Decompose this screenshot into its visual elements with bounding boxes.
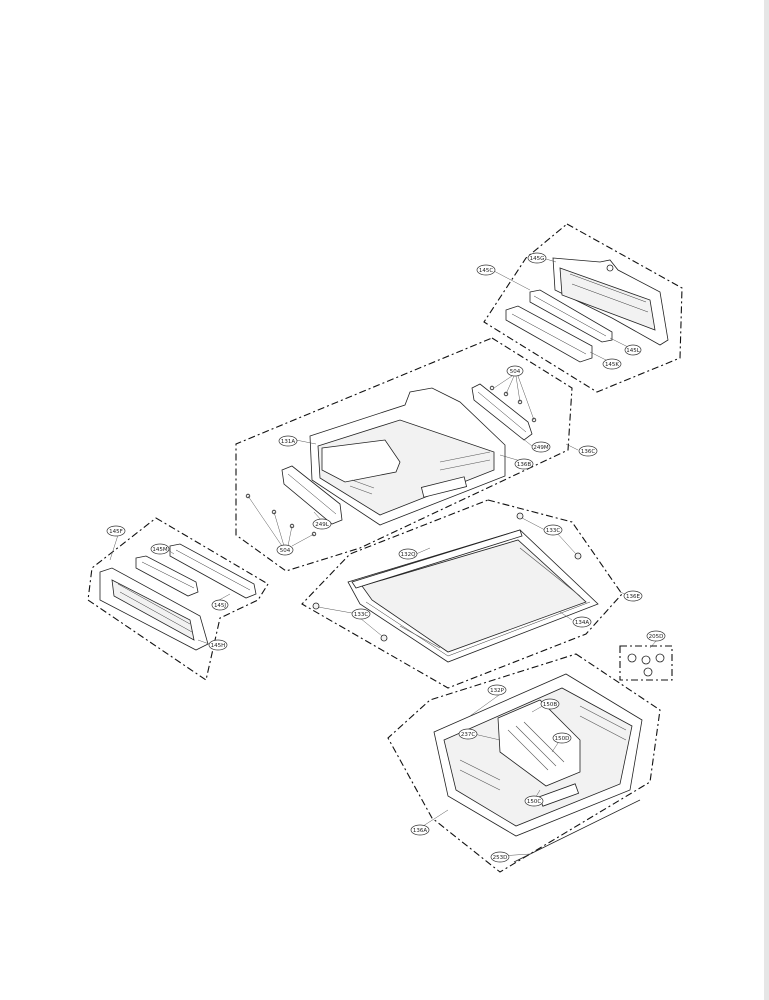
callout-150d: 150D [552,732,572,744]
part-134a-cover [347,529,599,663]
callout-145h: 145H [208,639,228,651]
svg-text:145C: 145C [479,268,493,274]
callout-145f: 145F [106,525,126,537]
group-136a [387,653,661,873]
part-145k-rail [505,305,593,363]
svg-text:504: 504 [510,369,521,375]
svg-text:145M: 145M [152,547,167,553]
callout-145c: 145C [476,264,496,276]
svg-text:504: 504 [280,548,291,554]
svg-text:136A: 136A [413,828,427,834]
part-249l-rail [281,465,343,525]
callout-504-upper: 504 [506,365,524,377]
svg-text:132Q: 132Q [401,552,416,558]
group-136c [235,337,579,572]
svg-text:133C: 133C [546,528,560,534]
callout-504-lower: 504 [276,544,294,556]
group-136e [301,499,631,689]
svg-text:150C: 150C [527,799,541,805]
callout-145k: 145K [602,358,622,370]
svg-text:249M: 249M [533,445,548,451]
part-145h-rail [99,567,209,651]
svg-text:133C: 133C [354,612,368,618]
svg-text:145F: 145F [109,529,123,535]
callout-249m: 249M [531,441,551,453]
svg-text:145J: 145J [214,603,226,609]
svg-text:150B: 150B [543,702,557,708]
part-253d-rod [513,799,641,863]
group-145f-outline [87,517,269,681]
svg-text:205D: 205D [649,634,664,640]
callout-133c-upper: 133C [543,524,563,536]
part-150b-divider [497,699,581,787]
svg-text:145G: 145G [530,256,545,262]
part-145l-rail [529,289,613,343]
group-136c-outline [235,337,573,572]
callout-136c: 136C [578,445,598,457]
page-edge [764,0,769,1000]
group-145c-outline [483,223,683,393]
callout-134a: 134A [572,616,592,628]
group-205d-outline [619,645,673,681]
part-205d-caps [627,653,665,677]
svg-text:132P: 132P [490,688,504,694]
callout-205d: 205D [646,630,666,642]
callout-237c: 237C [458,728,478,740]
callout-150b: 150B [540,698,560,710]
svg-text:134A: 134A [575,620,589,626]
svg-text:136E: 136E [626,594,640,600]
callout-136a: 136A [410,824,430,836]
callout-132p: 132P [487,684,507,696]
part-249m-rail [471,383,533,441]
callout-136b: 136B [514,458,534,470]
screws-504-lower [245,493,317,547]
callout-132q: 132Q [398,548,418,560]
svg-text:136C: 136C [581,449,595,455]
callout-136e: 136E [623,590,643,602]
svg-text:145H: 145H [211,643,226,649]
group-136a-outline [387,653,661,873]
svg-text:249L: 249L [315,522,329,528]
svg-text:150D: 150D [555,736,570,742]
svg-text:145K: 145K [605,362,619,368]
part-145m-rail [135,555,199,597]
callout-131a: 131A [278,435,298,447]
svg-text:136B: 136B [517,462,531,468]
callout-133c-lower: 133C [351,608,371,620]
svg-text:237C: 237C [461,732,475,738]
callout-145g: 145G [527,252,547,264]
callout-145l: 145L [624,344,642,356]
part-133c-stoppers [312,512,582,642]
svg-text:145L: 145L [626,348,640,354]
callout-150c: 150C [524,795,544,807]
callout-253d: 253D [490,851,510,863]
callout-145j: 145J [211,599,229,611]
part-136b-upper-drawer [309,387,506,526]
group-145c [483,223,683,393]
svg-text:253D: 253D [493,855,508,861]
part-145j-rail [169,543,257,599]
group-145f [87,517,269,681]
callout-249l: 249L [312,518,332,530]
screws-504-upper [489,375,537,423]
callout-145m: 145M [150,543,170,555]
group-205d [619,640,673,681]
svg-text:131A: 131A [281,439,295,445]
part-145g-rail [552,257,669,346]
group-136e-outline [301,499,623,689]
